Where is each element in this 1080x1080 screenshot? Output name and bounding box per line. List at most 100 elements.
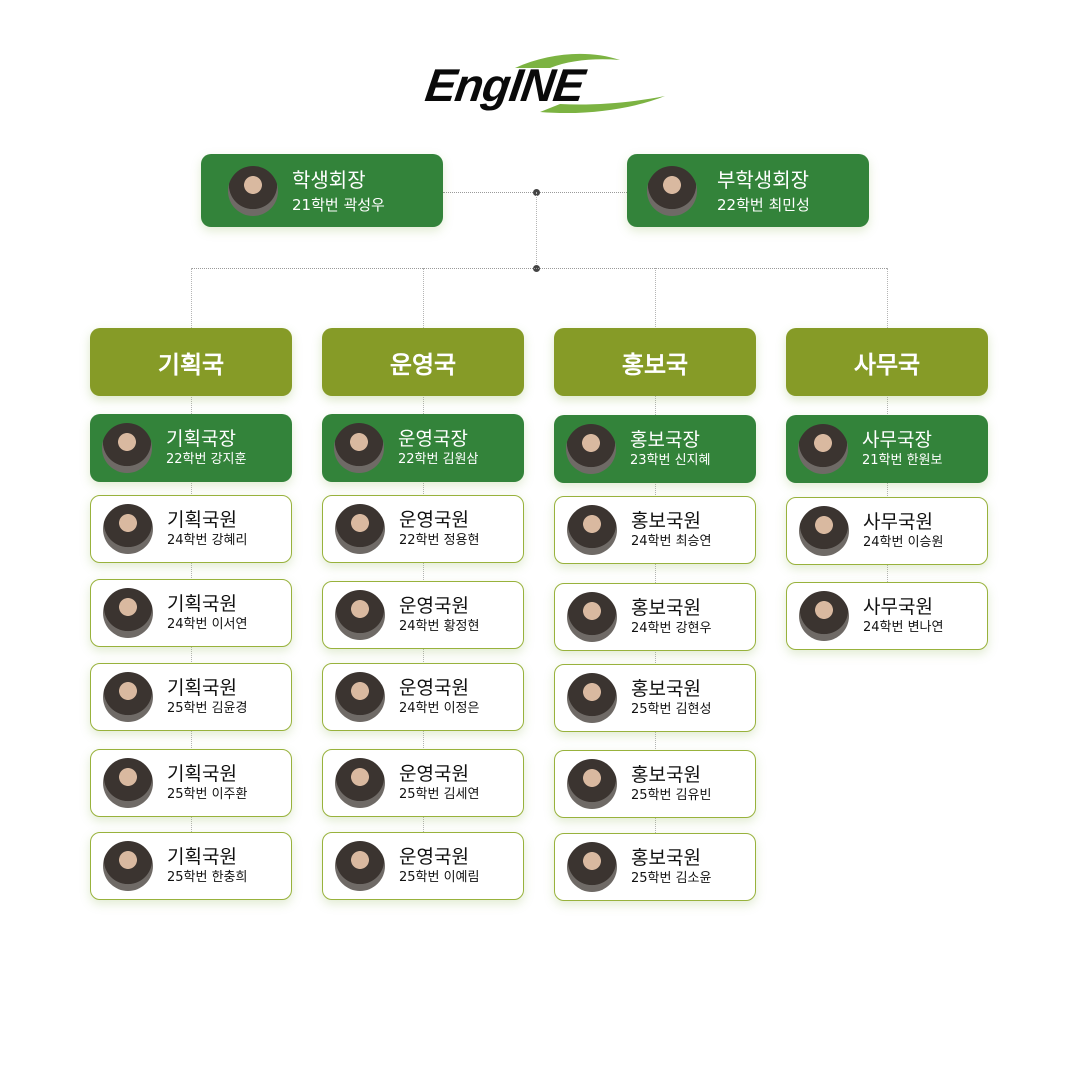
member-name: 24학번 강혜리 (167, 533, 248, 548)
avatar (567, 759, 617, 809)
member-name: 25학번 이주환 (167, 787, 248, 802)
card-text: 운영국원 25학번 김세연 (399, 762, 479, 804)
role-label: 홍보국원 (631, 678, 701, 700)
avatar (335, 672, 385, 722)
connector-line (423, 268, 424, 862)
member-name: 22학번 김원삼 (398, 452, 479, 467)
card-text: 사무국장 21학번 한원보 (862, 428, 942, 470)
role-label: 기획국원 (167, 593, 237, 615)
member-card: 운영국원 22학번 정용현 (322, 495, 524, 563)
role-label: 기획국원 (167, 763, 237, 785)
connector-line (191, 268, 887, 269)
avatar (103, 672, 153, 722)
avatar (567, 673, 617, 723)
member-name: 22학번 정용현 (399, 533, 480, 548)
member-card: 운영국원 25학번 김세연 (322, 749, 524, 817)
avatar (103, 758, 153, 808)
connector-line (536, 192, 537, 268)
member-name: 24학번 강현우 (631, 621, 712, 636)
engine-logo: EngINE (420, 50, 670, 120)
member-card: 홍보국원 25학번 김소윤 (554, 833, 756, 901)
avatar (335, 841, 385, 891)
member-card: 홍보국원 24학번 강현우 (554, 583, 756, 651)
member-name: 21학번 한원보 (862, 453, 943, 468)
avatar (334, 423, 384, 473)
role-label: 사무국장 (862, 429, 932, 451)
role-label: 학생회장 (292, 167, 366, 192)
role-label: 운영국장 (398, 428, 468, 450)
role-label: 홍보국원 (631, 597, 701, 619)
department-header: 기획국 (90, 328, 292, 396)
member-card: 홍보국원 24학번 최승연 (554, 496, 756, 564)
avatar (647, 165, 697, 216)
role-label: 운영국원 (399, 763, 469, 785)
role-label: 부학생회장 (717, 167, 809, 192)
member-name: 25학번 김세연 (399, 787, 480, 802)
member-name: 25학번 김소윤 (631, 871, 712, 886)
card-text: 운영국원 24학번 이정은 (399, 676, 479, 718)
member-card: 사무국원 24학번 변나연 (786, 582, 988, 650)
avatar (799, 591, 849, 641)
card-text: 운영국원 24학번 황정현 (399, 594, 479, 636)
member-name: 22학번 최민성 (717, 195, 810, 214)
avatar (335, 590, 385, 640)
role-label: 홍보국장 (630, 429, 700, 451)
avatar (566, 424, 616, 474)
card-text: 운영국장 22학번 김원삼 (398, 427, 478, 469)
member-card: 운영국원 24학번 황정현 (322, 581, 524, 649)
member-card: 기획국원 25학번 이주환 (90, 749, 292, 817)
role-label: 운영국원 (399, 846, 469, 868)
department-head-card: 사무국장 21학번 한원보 (786, 415, 988, 483)
role-label: 홍보국원 (631, 510, 701, 532)
member-name: 24학번 최승연 (631, 534, 712, 549)
role-label: 운영국원 (399, 509, 469, 531)
avatar (103, 588, 153, 638)
avatar (103, 841, 153, 891)
member-name: 24학번 이서연 (167, 617, 248, 632)
role-label: 운영국원 (399, 595, 469, 617)
vice-president-card: 부학생회장 22학번 최민성 (627, 154, 869, 227)
role-label: 기획국원 (167, 509, 237, 531)
connector-line (655, 268, 656, 863)
card-text: 홍보국원 24학번 최승연 (631, 509, 711, 551)
member-name: 25학번 한충희 (167, 870, 248, 885)
avatar (567, 842, 617, 892)
logo-swoosh-icon (515, 53, 665, 114)
avatar (798, 424, 848, 474)
card-text: 홍보국원 24학번 강현우 (631, 596, 711, 638)
role-label: 사무국원 (863, 511, 933, 533)
member-name: 24학번 변나연 (863, 620, 944, 635)
avatar (335, 758, 385, 808)
member-name: 24학번 황정현 (399, 619, 480, 634)
avatar (567, 592, 617, 642)
card-text: 기획국원 24학번 이서연 (167, 592, 247, 634)
role-label: 기획국원 (167, 677, 237, 699)
avatar (103, 504, 153, 554)
avatar (799, 506, 849, 556)
role-label: 홍보국원 (631, 847, 701, 869)
avatar (335, 504, 385, 554)
member-name: 22학번 강지훈 (166, 452, 247, 467)
avatar (102, 423, 152, 473)
member-name: 25학번 김유빈 (631, 788, 712, 803)
avatar (228, 165, 278, 216)
role-label: 사무국원 (863, 596, 933, 618)
role-label: 운영국원 (399, 677, 469, 699)
department-header: 사무국 (786, 328, 988, 396)
member-name: 24학번 이정은 (399, 701, 480, 716)
card-text: 운영국원 22학번 정용현 (399, 508, 479, 550)
member-card: 운영국원 24학번 이정은 (322, 663, 524, 731)
logo-text: EngINE (422, 59, 588, 111)
